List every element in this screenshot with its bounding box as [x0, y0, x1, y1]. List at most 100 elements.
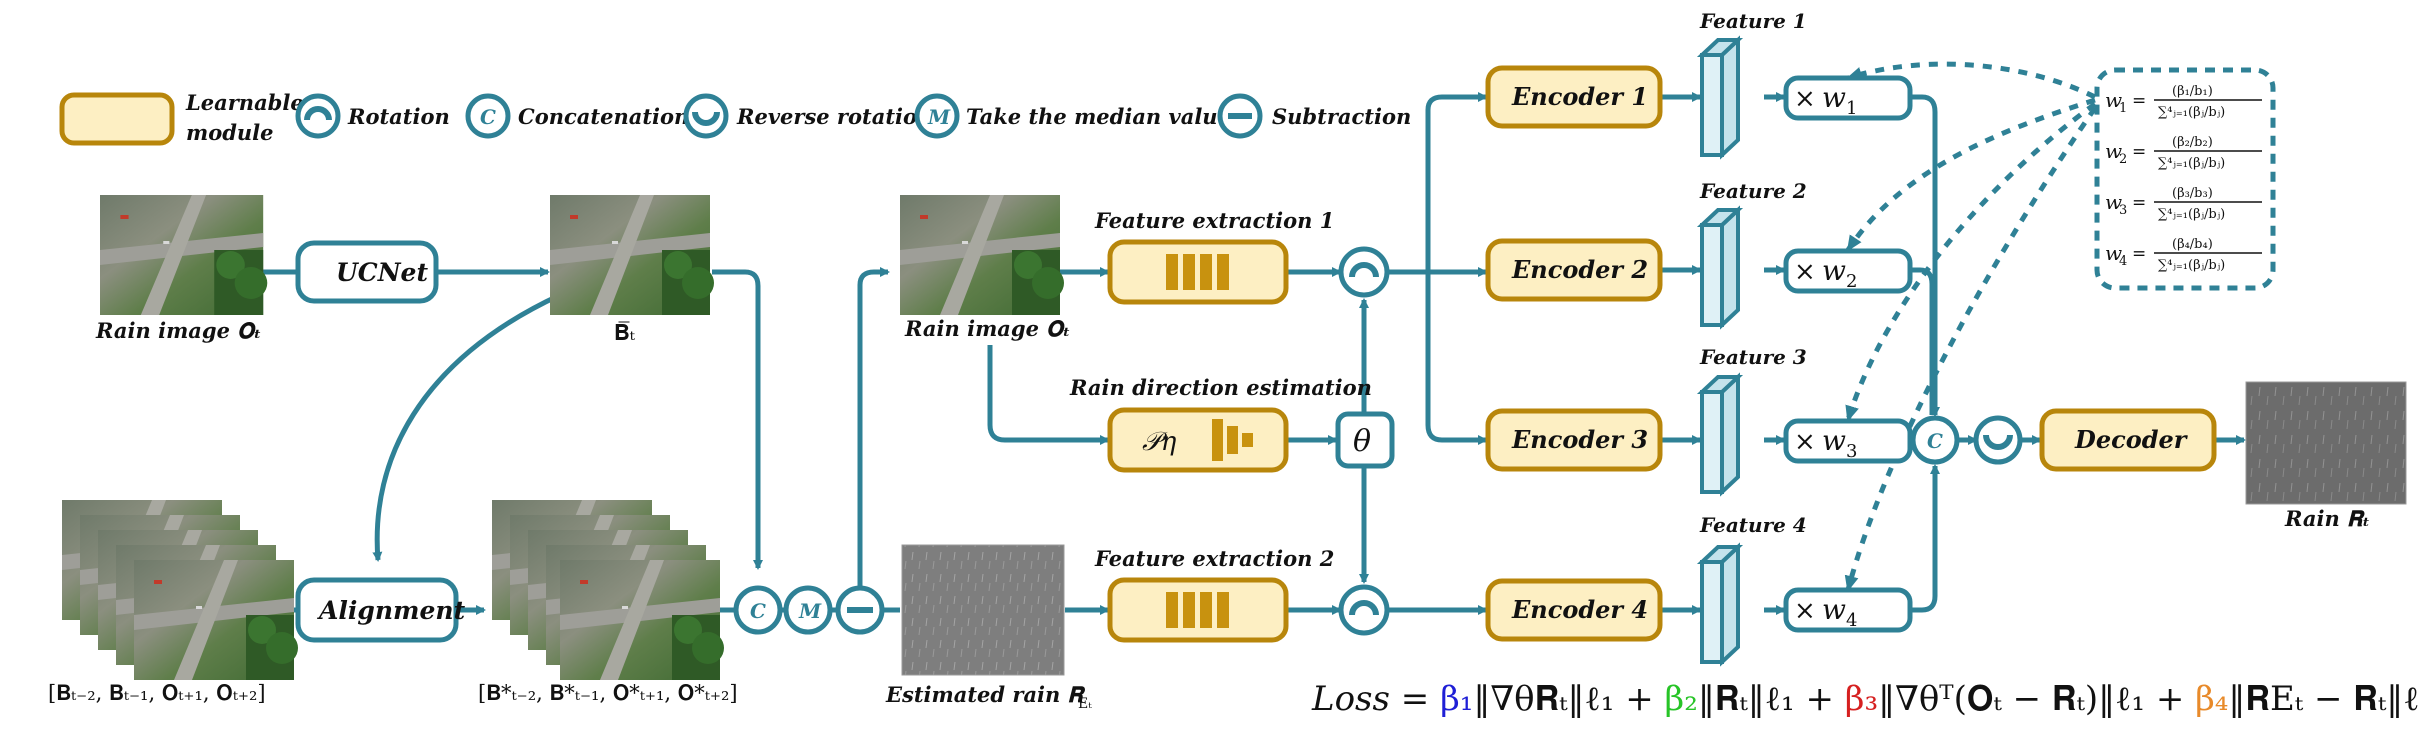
feature-4-label: Feature 4	[1699, 513, 1807, 537]
reverse-rotation-op	[1973, 415, 2023, 465]
legend-c-letter: C	[480, 105, 496, 129]
legend-subtraction-text: Subtraction	[1272, 104, 1411, 129]
wf1-den: ∑⁴ⱼ₌₁(βⱼ/bⱼ)	[2158, 105, 2225, 120]
encoder-2-label: Encoder 2	[1511, 255, 1648, 284]
rotation-top-icon	[1349, 262, 1379, 278]
subtraction-op	[835, 585, 885, 635]
encoder-4-label: Encoder 4	[1511, 595, 1648, 624]
wf4-num: (β₄/b₄)	[2172, 237, 2213, 252]
wf3-sub: 3	[2119, 203, 2127, 218]
encoder-3-label: Encoder 3	[1511, 425, 1648, 454]
svg-text:=: =	[2132, 244, 2146, 264]
legend: Learnable module Rotation C Concatenatio…	[59, 90, 1411, 146]
legend-rotation-icon	[295, 93, 341, 139]
decoder-label: Decoder	[2074, 425, 2189, 454]
concat-op-2: C	[1910, 415, 1960, 465]
weight-2-symbol: w	[1822, 254, 1846, 287]
legend-concatenation-text: Concatenation	[518, 104, 689, 129]
median-op: M	[783, 585, 833, 635]
legend-reverse-rotation-icon	[683, 93, 729, 139]
rain-output-image: Rain 𝐑ₜ	[2245, 381, 2407, 531]
weight-4-symbol: w	[1822, 593, 1846, 626]
rain-image-second-label: Rain image 𝐎ₜ	[904, 316, 1070, 341]
loss-term-1: ‖∇θ𝐑ₜ‖ℓ₁ +	[1473, 679, 1664, 719]
weight-box-3: × w 3	[1783, 418, 1913, 464]
loss-term-4: ‖𝐑Eₜ − 𝐑ₜ‖ℓ₁	[2228, 679, 2420, 719]
ucnet-label: UCNet	[336, 258, 428, 287]
legend-m-letter: M	[927, 105, 951, 129]
frame-stack-input: [𝐁ₜ₋₂, 𝐁ₜ₋₁, 𝐎ₜ₊₁, 𝐎ₜ₊₂]	[48, 500, 298, 705]
weight-formula-3: w 3 = (β₃/b₃) ∑⁴ⱼ₌₁(βⱼ/bⱼ)	[2105, 186, 2262, 222]
weight-formula-2: w 2 = (β₂/b₂) ∑⁴ⱼ₌₁(βⱼ/bⱼ)	[2105, 135, 2262, 171]
svg-text:=: =	[2132, 193, 2146, 213]
stack1-label: [𝐁ₜ₋₂, 𝐁ₜ₋₁, 𝐎ₜ₊₁, 𝐎ₜ₊₂]	[48, 681, 266, 705]
svg-text:×: ×	[1794, 596, 1816, 626]
weight-box-4: × w 4	[1783, 587, 1913, 633]
wf1-sub: 1	[2119, 101, 2127, 116]
svg-text:×: ×	[1794, 84, 1816, 114]
rain-image-second: Rain image 𝐎ₜ	[900, 195, 1070, 341]
feature-extraction-1: Feature extraction 1	[1094, 208, 1334, 305]
alignment-module: Alignment	[295, 577, 466, 643]
legend-concatenation-icon	[465, 93, 511, 139]
weight-1-sub: 1	[1846, 98, 1857, 119]
loss-text: Loss = β₁‖∇θ𝐑ₜ‖ℓ₁ + β₂‖𝐑ₜ‖ℓ₁ + β₃‖∇θᵀ(𝐎ₜ…	[1311, 679, 2420, 719]
wf1-sym: w	[2105, 88, 2122, 112]
weight-3-sub: 3	[1846, 441, 1857, 462]
wf3-sym: w	[2105, 190, 2122, 214]
svg-text:=: =	[2132, 142, 2146, 162]
p-eta-label: 𝒫η	[1142, 427, 1177, 457]
wf3-den: ∑⁴ⱼ₌₁(βⱼ/bⱼ)	[2158, 207, 2225, 222]
loss-beta-3: β₃	[1845, 679, 1878, 719]
feature-2-label: Feature 2	[1699, 179, 1807, 203]
rain-output-label: Rain 𝐑ₜ	[2284, 506, 2370, 531]
weight-box-1: × w 1	[1783, 75, 1913, 121]
wf4-sym: w	[2105, 241, 2122, 265]
theta-box: θ	[1335, 411, 1395, 469]
feature-map-4: Feature 4	[1696, 513, 1807, 667]
wf1-num: (β₁/b₁)	[2172, 84, 2213, 99]
frame-stack-aligned: [𝐁*ₜ₋₂, 𝐁*ₜ₋₁, 𝐎*ₜ₊₁, 𝐎*ₜ₊₂]	[478, 500, 738, 705]
legend-median-icon	[914, 93, 960, 139]
feature-map-3: Feature 3	[1696, 345, 1807, 497]
encoder-2: Encoder 2	[1485, 238, 1663, 302]
theta-label: θ	[1353, 424, 1371, 459]
feature-1-label: Feature 1	[1699, 9, 1807, 33]
weight-4-sub: 4	[1846, 610, 1857, 631]
legend-rotation-text: Rotation	[347, 104, 450, 129]
fe2-label: Feature extraction 2	[1094, 546, 1334, 571]
wf2-sub: 2	[2119, 152, 2127, 167]
concat-2-letter: C	[1927, 429, 1943, 453]
wf4-sub: 4	[2119, 254, 2127, 269]
legend-reverse-rotation-text: Reverse rotation	[736, 104, 932, 129]
encoder-1-label: Encoder 1	[1511, 82, 1648, 111]
feature-map-1: Feature 1	[1696, 9, 1807, 160]
svg-text:×: ×	[1794, 427, 1816, 457]
legend-module-text: module	[186, 120, 274, 145]
weight-2-sub: 2	[1846, 271, 1857, 292]
rde-label: Rain direction estimation	[1069, 375, 1372, 400]
feature-extraction-2: Feature extraction 2	[1094, 546, 1334, 643]
weight-formula-box: w 1 = (β₁/b₁) ∑⁴ⱼ₌₁(βⱼ/bⱼ) w 2 = (β₂/b₂)…	[2094, 67, 2276, 291]
concat-1-letter: C	[750, 599, 766, 623]
loss-equation: Loss = β₁‖∇θ𝐑ₜ‖ℓ₁ + β₂‖𝐑ₜ‖ℓ₁ + β₃‖∇θᵀ(𝐎ₜ…	[1311, 679, 2420, 719]
feature-map-2: Feature 2	[1696, 179, 1807, 330]
wf2-den: ∑⁴ⱼ₌₁(βⱼ/bⱼ)	[2158, 156, 2225, 171]
feature-3-label: Feature 3	[1699, 345, 1807, 369]
legend-learnable-text: Learnable	[185, 90, 304, 115]
fe1-label: Feature extraction 1	[1094, 208, 1334, 233]
rain-direction-estimation: Rain direction estimation 𝒫η	[1069, 375, 1372, 473]
wf2-num: (β₂/b₂)	[2172, 135, 2213, 150]
loss-beta-4: β₄	[2195, 679, 2228, 719]
rain-image-input-label: Rain image 𝐎ₜ	[95, 318, 261, 343]
weight-formula-1: w 1 = (β₁/b₁) ∑⁴ⱼ₌₁(βⱼ/bⱼ)	[2105, 84, 2262, 120]
estimated-rain-sub: Eₜ	[1078, 696, 1092, 712]
loss-beta-1: β₁	[1440, 679, 1473, 719]
concat-op-1: C	[733, 585, 783, 635]
svg-text:=: =	[2132, 91, 2146, 111]
encoder-4: Encoder 4	[1485, 578, 1663, 642]
loss-beta-2: β₂	[1665, 679, 1698, 719]
decoder: Decoder	[2039, 408, 2217, 472]
loss-term-3: ‖∇θᵀ(𝐎ₜ − 𝐑ₜ)‖ℓ₁ +	[1878, 679, 2195, 719]
